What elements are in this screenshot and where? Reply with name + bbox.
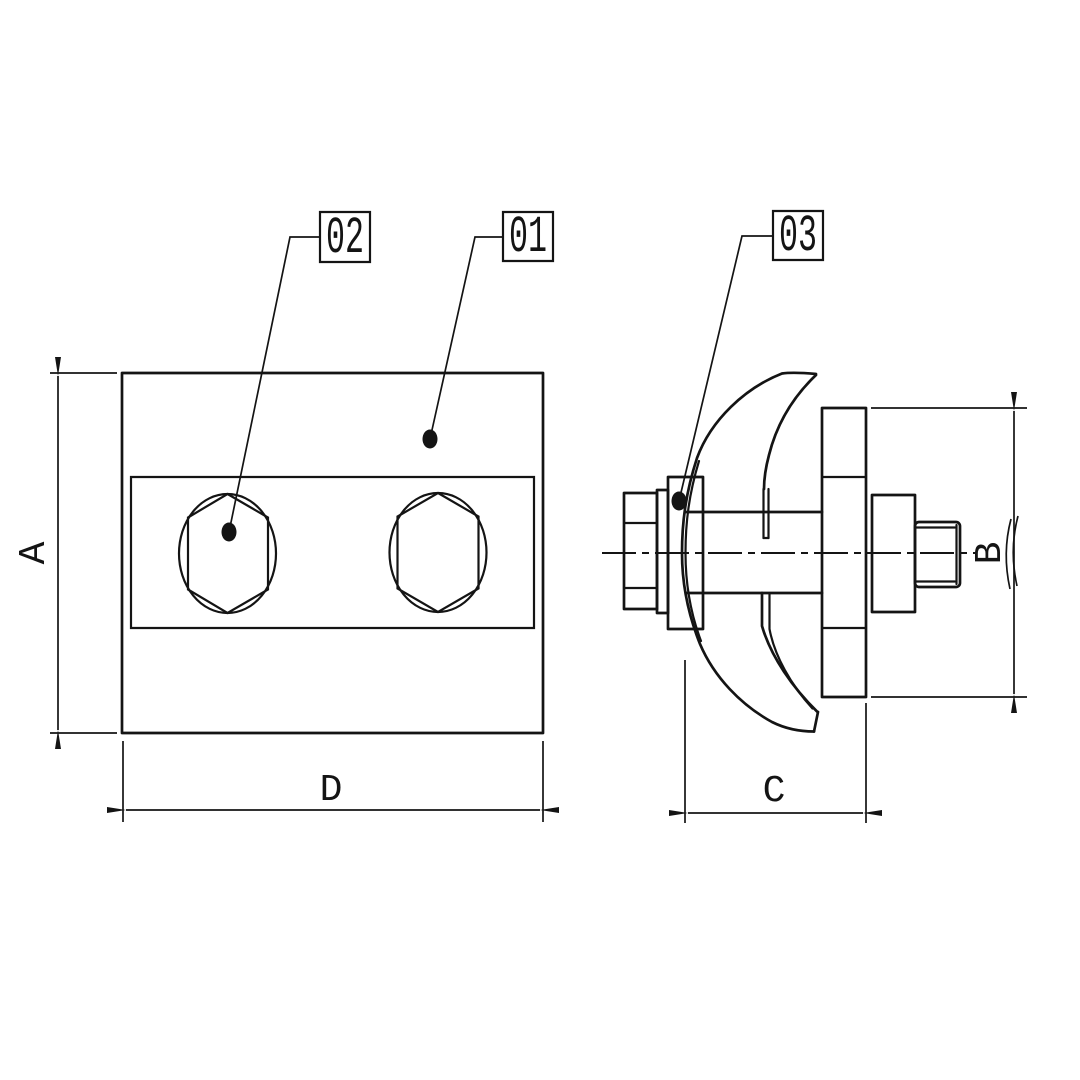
bolt-hex-right [398,493,479,612]
callout-02: 02 [221,209,371,542]
dim-b-tick-left [1006,519,1011,589]
bottom-tip-face [814,712,818,732]
front-view [122,373,543,733]
dim-b-label: B [969,542,1012,565]
hex-bolt-right [390,493,487,612]
bolt-circle-left [179,494,276,613]
callout-01-box [503,212,553,261]
callout-03: 03 [671,207,824,511]
callout-01-label: 01 [509,208,547,267]
callout-03-label: 03 [779,207,817,266]
top-groove-lip [764,489,769,538]
dimension-b: B [871,392,1027,713]
callout-03-leader [679,236,773,501]
dim-a-label: A [13,541,56,564]
clamp-body-outline [122,373,543,733]
bolt-circle-right [390,493,487,612]
hex-bolt-left [179,494,276,613]
callout-02-label: 02 [326,209,364,268]
groove-band [131,477,534,628]
callout-03-dot [671,491,687,511]
callout-02-box [320,212,370,262]
callout-02-dot [221,522,237,542]
dimension-d: D [107,741,559,822]
top-groove-crescent [764,375,816,489]
callout-01-leader [430,237,503,439]
dimension-a: A [13,357,117,749]
dim-b-tick-right [1013,516,1018,586]
threaded-stud [915,522,960,587]
bolt-head [624,493,657,609]
callout-01-dot [422,429,438,449]
bolt-hex-left [188,494,268,613]
dim-c-label: C [763,770,786,813]
dimension-c: C [669,660,882,823]
bolt-shaft [686,512,822,593]
bottom-groove-crescent-inner [770,593,813,709]
callout-03-box [773,211,823,260]
side-view [602,373,977,732]
callout-01: 01 [422,208,554,449]
callout-02-leader [229,237,320,532]
washer-left [657,490,668,613]
dim-d-label: D [320,769,343,812]
